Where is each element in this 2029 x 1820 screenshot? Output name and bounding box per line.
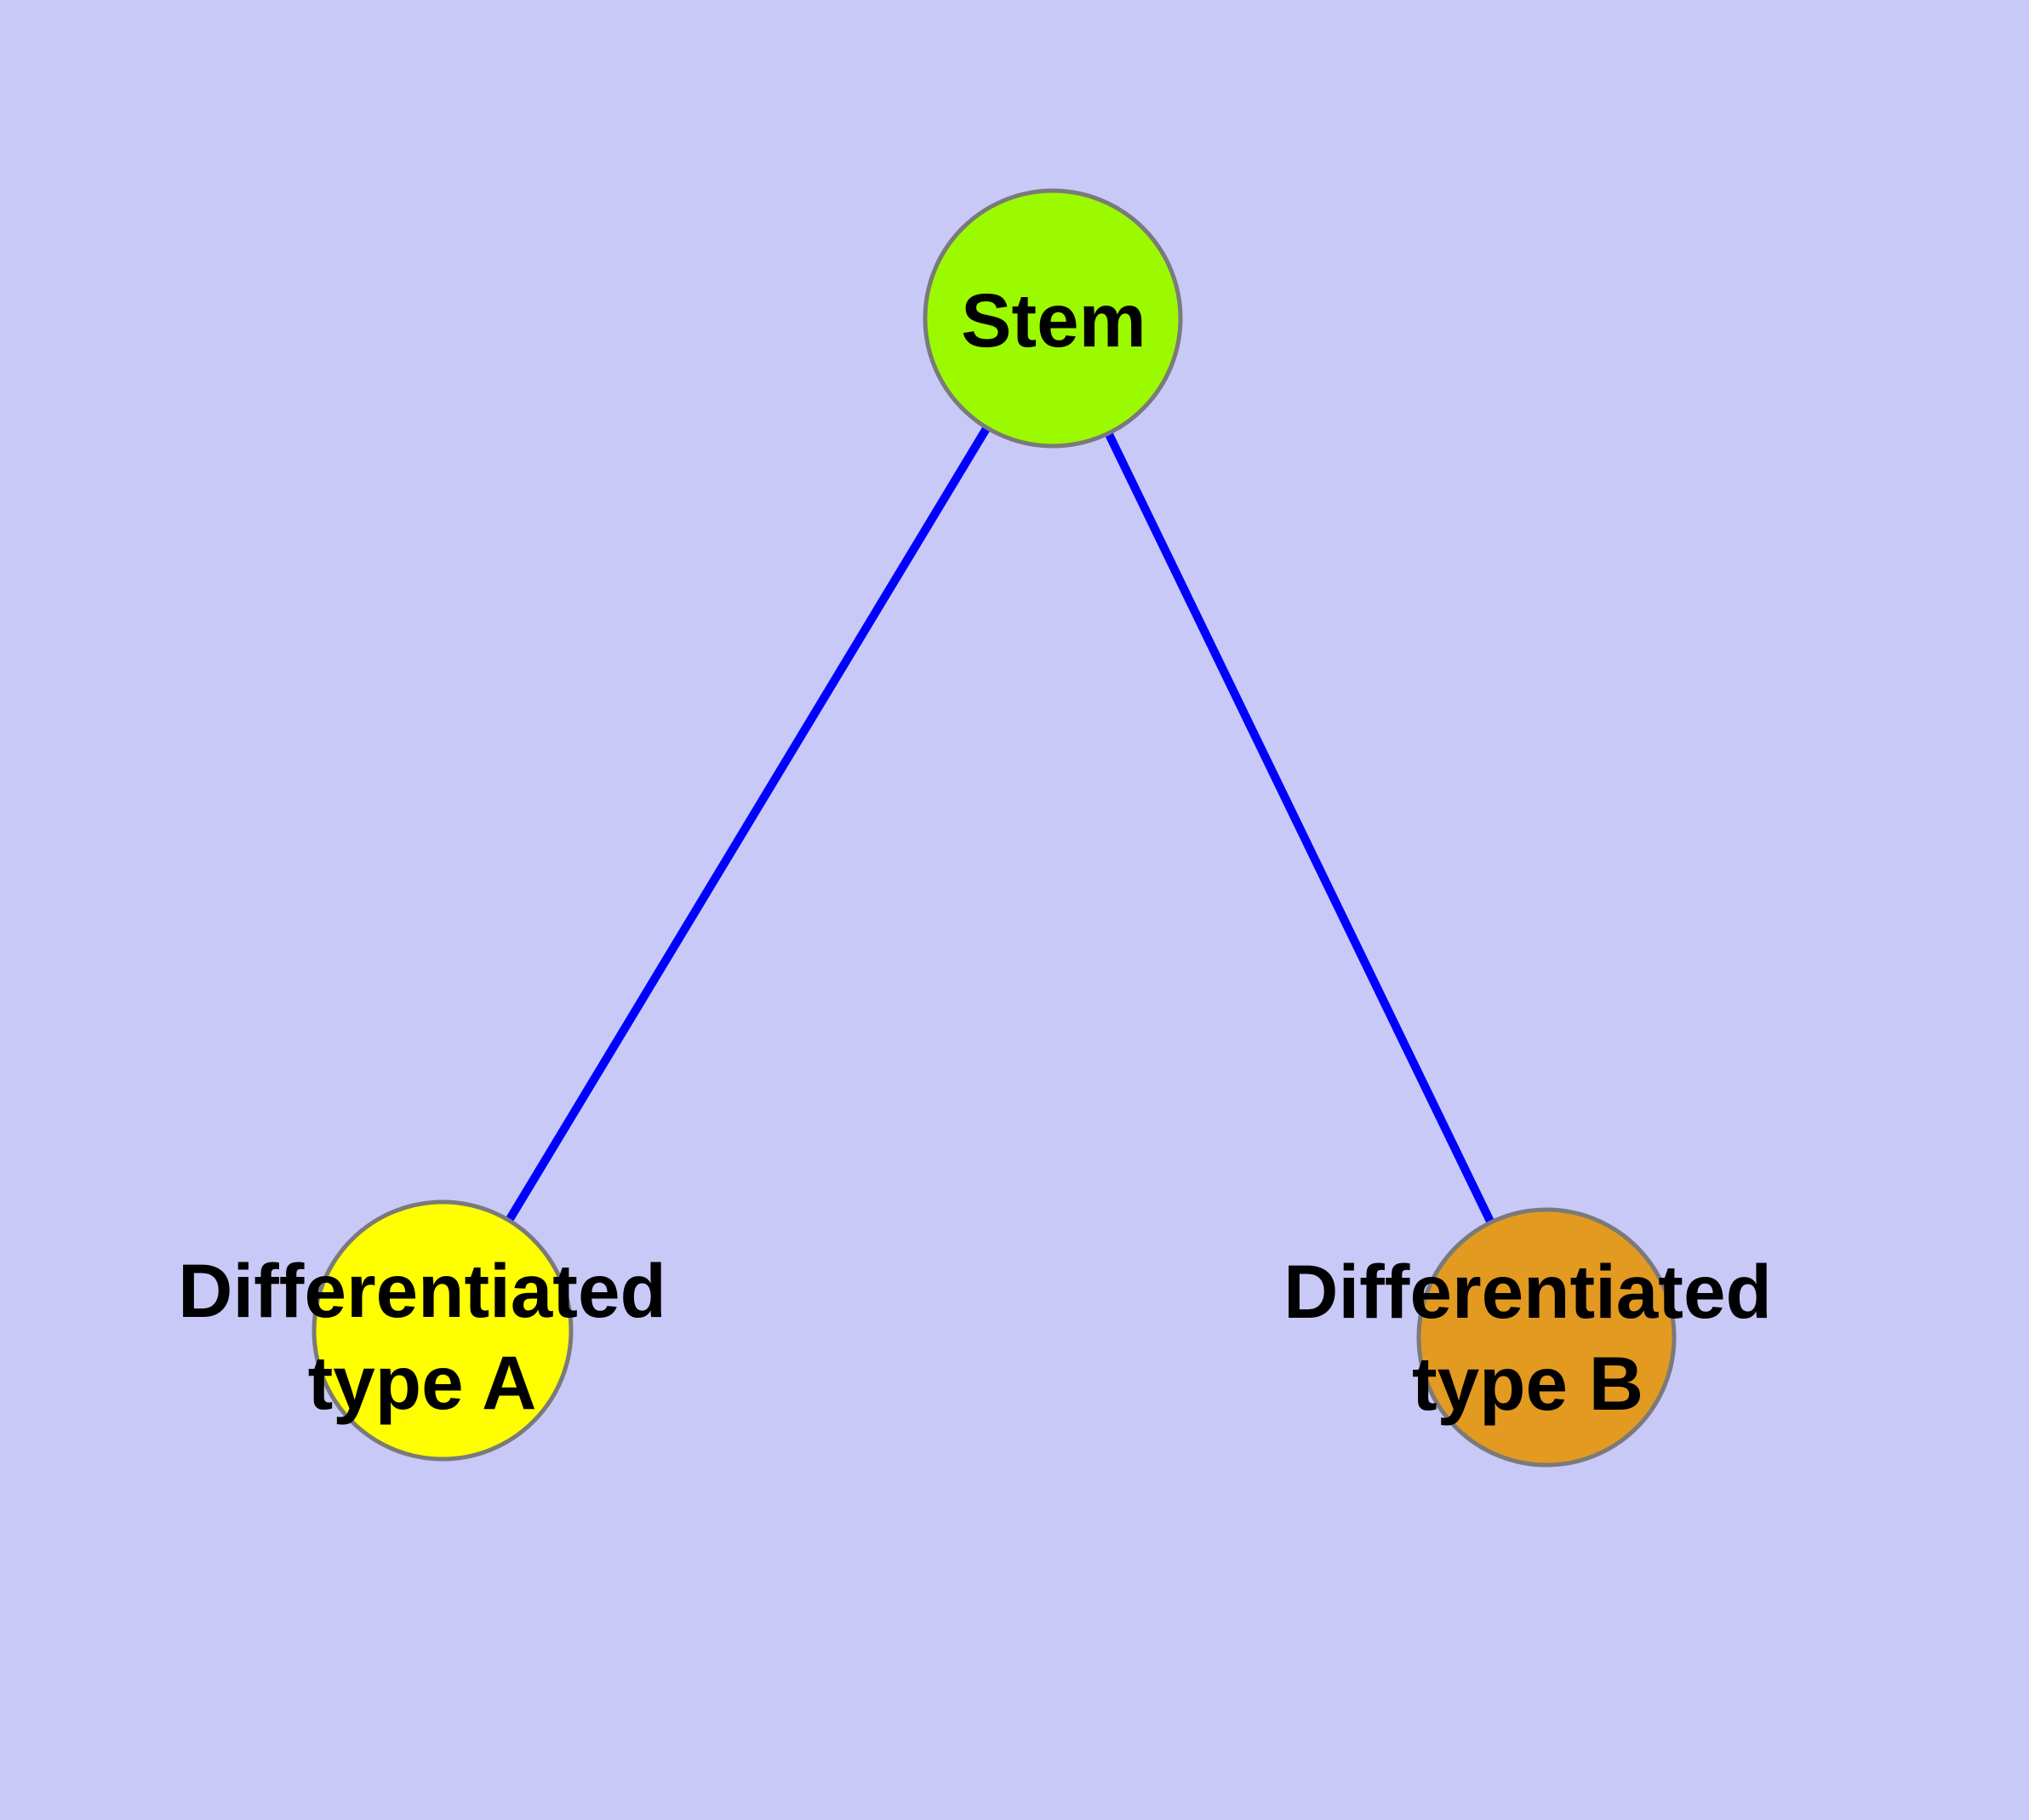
node-type-a-circle <box>311 1199 574 1462</box>
node-type-b-circle <box>1416 1207 1677 1468</box>
edge-stem-to-type-a <box>438 316 1057 1333</box>
node-differentiated-type-b: Differentiated type B <box>1283 1207 1772 1468</box>
node-stem-label: Stem <box>961 278 1146 363</box>
node-type-a-label-line2: type A <box>308 1340 537 1425</box>
node-differentiated-type-a: Differentiated type A <box>178 1199 666 1462</box>
node-stem: Stem <box>923 188 1183 449</box>
node-type-a-label-line1: Differentiated <box>178 1248 666 1333</box>
edge-stem-to-type-b <box>1049 316 1551 1340</box>
node-type-b-label-line1: Differentiated <box>1283 1249 1772 1334</box>
node-type-b-label-line2: type B <box>1412 1341 1643 1426</box>
node-stem-circle <box>923 188 1183 449</box>
